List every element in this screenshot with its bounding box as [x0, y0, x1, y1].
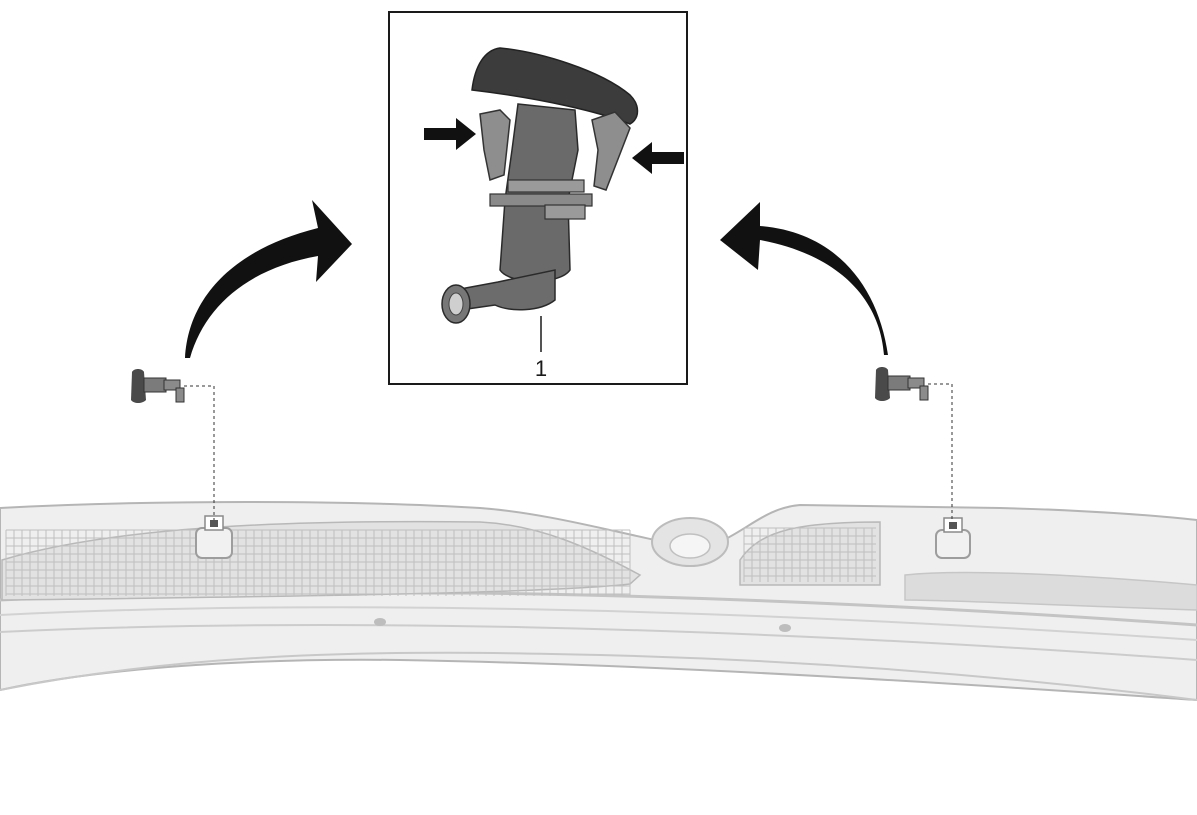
- press-arrow-right: [632, 142, 684, 174]
- washer-nozzle-left: [131, 369, 185, 403]
- nozzle-mount-left: [195, 515, 233, 559]
- grille-right: [739, 521, 881, 586]
- nozzle-mount-right: [935, 517, 971, 559]
- wiper-pivot-boss: [651, 517, 729, 567]
- washer-nozzle-detail: [441, 47, 639, 324]
- removal-arrow-left: [185, 200, 352, 358]
- detail-inset: 1: [388, 11, 688, 385]
- press-arrow-left: [424, 118, 476, 150]
- callout-label-1: 1: [535, 356, 547, 381]
- washer-nozzle-right: [875, 367, 929, 401]
- removal-arrow-right: [720, 202, 888, 355]
- grille-left: [1, 520, 642, 601]
- cowl-panel: [0, 501, 1197, 702]
